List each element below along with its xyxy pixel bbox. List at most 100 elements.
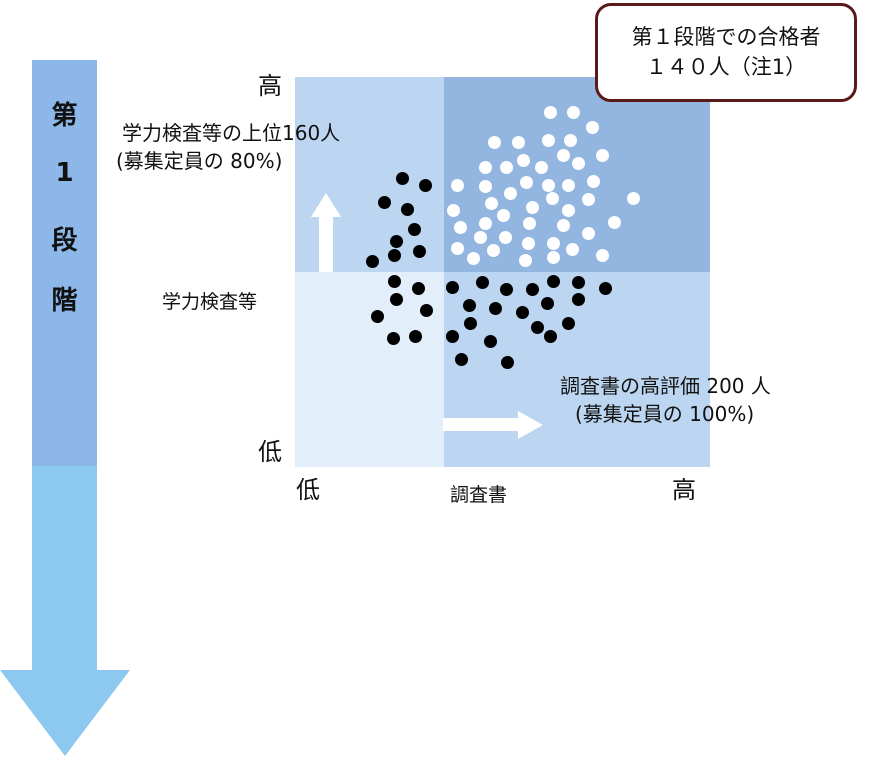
passed-applicant-dot (547, 250, 561, 264)
applicant-dot (365, 254, 379, 268)
exam-top-sublabel: (募集定員の 80%) (116, 149, 283, 173)
passed-applicant-dot (479, 180, 492, 193)
passed-applicant-dot (565, 243, 579, 257)
stage-arrow-body (32, 60, 97, 466)
stage-char: 段 (51, 226, 78, 256)
applicant-dot (408, 223, 421, 237)
report-high-sublabel: (募集定員の 100%) (575, 402, 755, 426)
applicant-dot (464, 316, 477, 330)
applicant-dot (572, 275, 586, 289)
passed-applicant-dot (497, 209, 511, 222)
right-arrow-shaft (443, 418, 518, 431)
passed-applicant-dot (585, 120, 599, 134)
passed-applicant-dot (504, 187, 517, 201)
applicant-dot (419, 179, 432, 192)
passed-applicant-dot (525, 200, 539, 214)
passed-applicant-dot (534, 160, 548, 174)
passed-applicant-dot (562, 204, 576, 217)
applicant-dot (388, 249, 401, 262)
passed-applicant-dot (545, 191, 559, 205)
y-axis-high: 高 (258, 72, 282, 100)
passed-applicant-dot (488, 135, 501, 149)
passed-applicant-dot (522, 236, 536, 250)
up-arrow-shaft (319, 215, 333, 272)
applicant-dot (390, 234, 403, 248)
applicant-dot (388, 274, 401, 288)
report-high-label: 調査書の高評価 200 人 (560, 374, 771, 398)
passed-applicant-dot (595, 249, 609, 262)
passed-applicant-dot (467, 252, 481, 266)
passed-count: １４０人（注1） (645, 55, 807, 79)
applicant-dot (420, 304, 433, 317)
up-arrow-icon (311, 193, 341, 217)
x-axis-low: 低 (296, 476, 320, 504)
applicant-dot (445, 280, 459, 294)
passed-applicant-dot (582, 226, 596, 240)
passed-applicant-dot (499, 231, 512, 245)
applicant-dot (572, 293, 586, 307)
applicant-dot (500, 283, 513, 297)
y-axis-low: 低 (258, 438, 282, 466)
passed-applicant-dot (542, 179, 556, 192)
applicant-dot (599, 282, 612, 296)
passed-applicant-dot (586, 174, 600, 188)
applicant-dot (500, 355, 514, 369)
passed-applicant-dot (523, 216, 537, 230)
passed-applicant-dot (608, 215, 621, 229)
applicant-dot (484, 334, 497, 348)
applicant-dot (412, 282, 426, 296)
applicant-dot (371, 310, 385, 323)
stage-char: 第 (51, 101, 78, 131)
passed-applicant-dot (542, 134, 556, 147)
applicant-dot (378, 195, 391, 209)
passed-applicant-dot (450, 242, 464, 256)
passed-applicant-dot (450, 179, 464, 192)
passed-applicant-dot (547, 236, 561, 250)
passed-applicant-dot (582, 193, 596, 207)
applicant-dot (525, 283, 539, 297)
x-axis-high: 高 (672, 476, 696, 504)
passed-count-box: 第１段階での合格者 １４０人（注1） (595, 3, 857, 102)
passed-applicant-dot (479, 216, 492, 230)
passed-applicant-dot (446, 204, 460, 217)
passed-applicant-dot (519, 254, 532, 267)
applicant-dot (489, 302, 502, 316)
stage-char: 階 (51, 286, 78, 316)
exam-top-label: 学力検査等の上位160人 (122, 121, 341, 145)
passed-applicant-dot (520, 175, 533, 189)
quadrant-high-exam-low-report (295, 77, 444, 272)
applicant-dot (409, 329, 422, 343)
passed-applicant-dot (562, 179, 576, 192)
passed-applicant-dot (516, 154, 530, 167)
applicant-dot (530, 320, 544, 334)
applicant-dot (544, 329, 557, 343)
passed-applicant-dot (500, 160, 513, 174)
passed-applicant-dot (479, 160, 492, 174)
applicant-dot (395, 172, 409, 186)
passed-applicant-dot (595, 149, 609, 162)
applicant-dot (540, 297, 554, 311)
passed-applicant-dot (564, 134, 577, 147)
applicant-dot (390, 293, 403, 307)
passed-applicant-dot (566, 105, 580, 119)
passed-applicant-dot (572, 156, 586, 170)
stage-char: 1 (55, 158, 74, 188)
right-arrow-icon (518, 411, 543, 439)
quadrant-low-both (295, 272, 444, 467)
down-arrow-icon (0, 670, 130, 756)
applicant-dot (475, 276, 489, 290)
passed-applicant-dot (557, 149, 571, 162)
passed-applicant-dot (474, 230, 487, 244)
passed-title: 第１段階での合格者 (631, 25, 821, 49)
applicant-dot (445, 329, 459, 343)
passed-applicant-dot (484, 197, 498, 211)
applicant-dot (547, 274, 561, 288)
applicant-dot (515, 305, 529, 319)
stage-arrow-lower (32, 466, 97, 672)
applicant-dot (463, 299, 477, 312)
passed-applicant-dot (487, 244, 501, 257)
applicant-dot (454, 353, 468, 367)
applicant-dot (387, 332, 401, 346)
x-axis-label: 調査書 (450, 484, 508, 506)
applicant-dot (401, 203, 415, 217)
